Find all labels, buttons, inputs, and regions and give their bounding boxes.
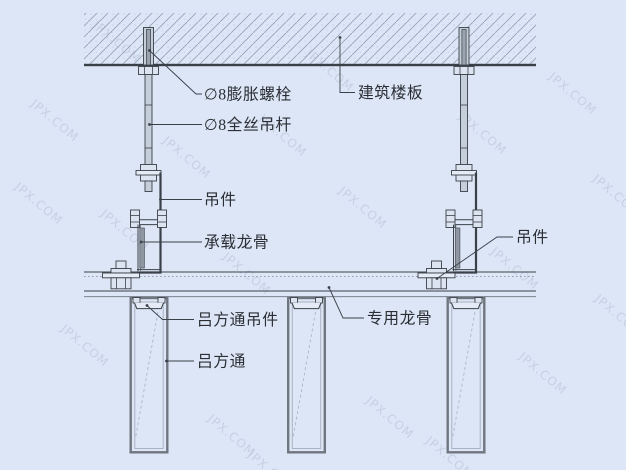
label-square-tube: 吕方通	[197, 353, 246, 371]
label-building-slab: 建筑楼板	[358, 84, 423, 102]
label-tube-hanger: 吕方通吊件	[197, 311, 279, 329]
label-expansion-bolt: ∅8膨胀螺栓	[204, 86, 292, 104]
label-layer: ∅8膨胀螺栓 ∅8全丝吊杆 吊件 承载龙骨 建筑楼板 吊件 吕方通吊件 专用龙骨…	[197, 84, 549, 371]
leader-hanger-right	[436, 236, 513, 279]
label-hanger-left: 吊件	[204, 191, 237, 209]
leader-special-keel	[328, 287, 364, 319]
leader-lines	[139, 36, 513, 363]
leader-tube-hanger	[146, 305, 194, 320]
leader-building-slab	[339, 37, 355, 93]
label-special-keel: 专用龙骨	[367, 310, 432, 328]
leader-expansion-bolt	[149, 50, 202, 95]
slab-soffit-line	[84, 63, 536, 67]
label-hanger-right: 吊件	[516, 229, 549, 247]
label-threaded-rod: ∅8全丝吊杆	[204, 116, 292, 134]
special-keel-line	[84, 290, 536, 298]
label-bearing-keel: 承载龙骨	[204, 234, 269, 252]
